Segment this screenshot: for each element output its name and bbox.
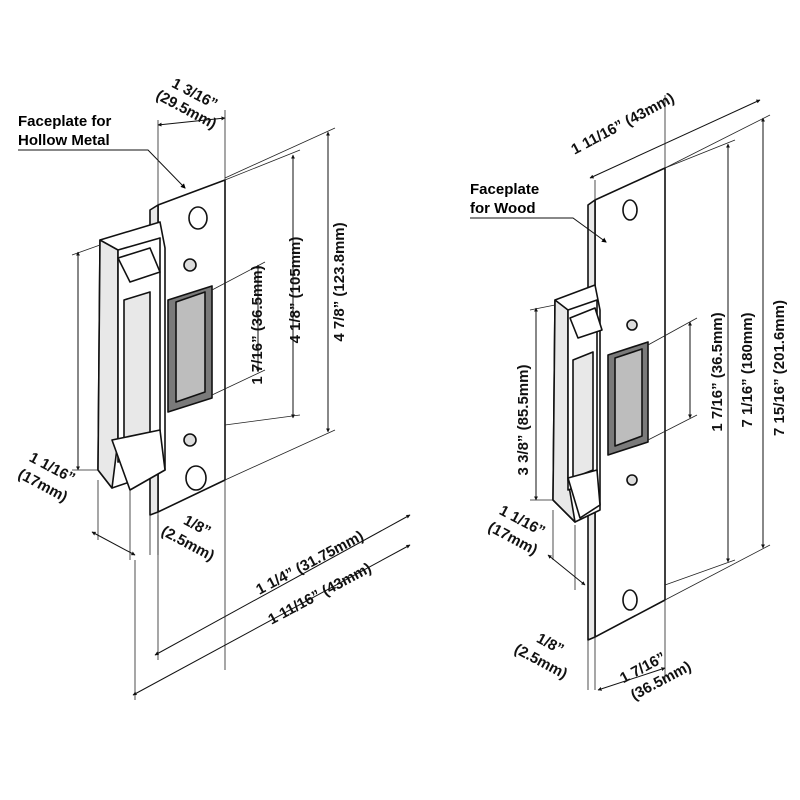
dim-left-body-height: 4 1/8” (105mm) [287, 237, 304, 344]
wood-strike [552, 167, 666, 641]
dim-left-lip: 1/8” (2.5mm) [158, 512, 217, 565]
dim-left-top-width: 1 3/16” (29.5mm) [153, 75, 220, 133]
dim-right-mid-height: 7 1/16” (180mm) [739, 312, 756, 427]
callout-wood-line1: Faceplate [470, 181, 539, 198]
dim-right-depth: 1 1/16” (17mm) [485, 502, 548, 559]
dim-right-top-width: 1 11/16” (43mm) [568, 90, 677, 159]
dim-left-depth: 1 1/16” (17mm) [15, 449, 78, 506]
dim-right-body-height: 3 3/8” (85.5mm) [515, 365, 532, 476]
hollow-metal-strike [97, 179, 226, 516]
dim-right-lip: 1/8” (2.5mm) [511, 630, 570, 683]
screw-icon [183, 433, 197, 447]
callout-wood-line2: for Wood [470, 200, 536, 217]
dim-right-plate-height: 7 15/16” (201.6mm) [771, 300, 788, 436]
screw-icon [626, 319, 638, 331]
faceplate-hole-top [622, 199, 638, 221]
dim-right-bottom-width: 1 7/16” (36.5mm) [617, 649, 694, 704]
callout-hollow-metal-line2: Hollow Metal [18, 132, 110, 149]
dim-left-keeper-height: 1 7/16” (36.5mm) [249, 265, 266, 384]
callout-arrow-hollow-metal [18, 149, 186, 189]
dim-right-keeper-height: 1 7/16” (36.5mm) [709, 312, 726, 431]
screw-icon [626, 474, 638, 486]
screw-icon [183, 258, 197, 272]
faceplate-hole-bottom [622, 589, 638, 611]
dim-left-plate-height: 4 7/8” (123.8mm) [331, 222, 348, 341]
callout-hollow-metal-line1: Faceplate for [18, 113, 112, 130]
faceplate-hole-bottom [185, 465, 207, 491]
faceplate-hole-top [188, 206, 208, 230]
callout-arrow-wood [470, 217, 607, 243]
